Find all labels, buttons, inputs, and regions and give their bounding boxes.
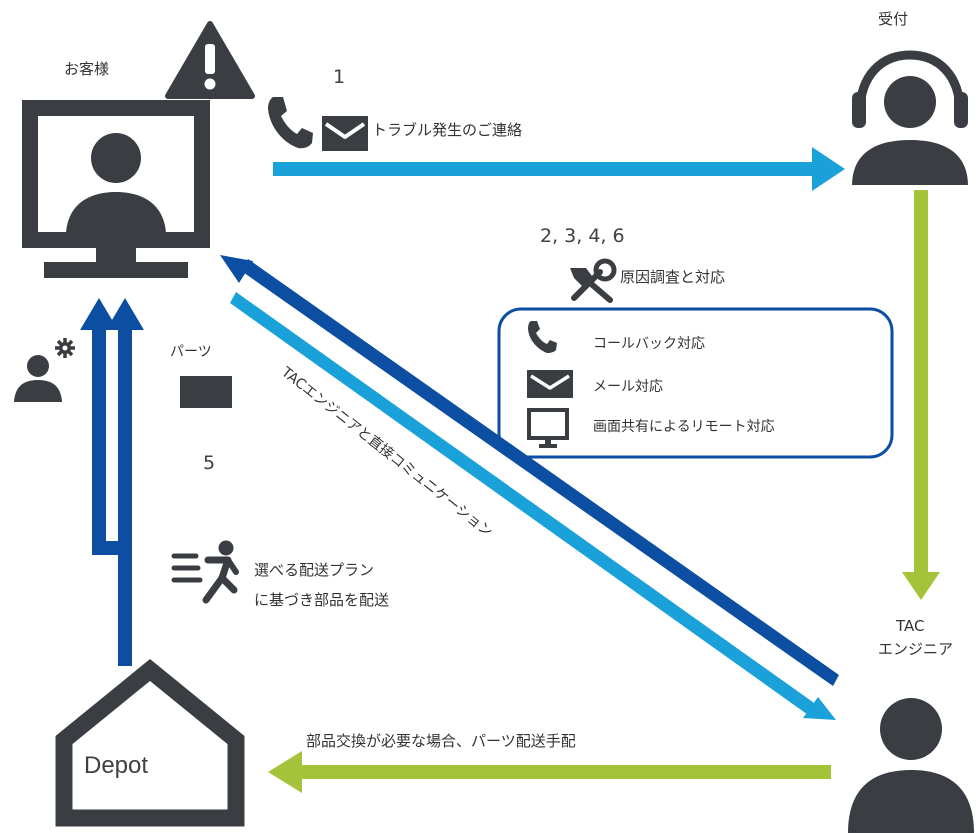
depot-house-icon	[55, 659, 245, 827]
tac-label-line2: エンジニア	[878, 640, 954, 658]
monitor-icon	[527, 408, 569, 448]
reception-label: 受付	[878, 10, 909, 28]
trouble-contact-label: トラブル発生のご連絡	[372, 121, 523, 139]
parts-exchange-label: 部品交換が必要な場合、パーツ配送手配	[306, 732, 576, 750]
mail-icon	[322, 116, 368, 151]
arrow-depot-to-customer	[80, 298, 144, 666]
callback-phone-icon	[528, 321, 557, 353]
remote-support-label: 画面共有によるリモート対応	[593, 419, 775, 435]
customer-label: お客様	[64, 60, 110, 78]
phone-icon	[268, 97, 313, 149]
callback-label: コールバック対応	[593, 336, 705, 352]
tac-engineer-icon	[848, 698, 974, 833]
step-2-6-numbers: 2, 3, 4, 6	[540, 225, 625, 247]
parts-label: パーツ	[170, 344, 212, 360]
delivery-plan-line2: に基づき部品を配送	[254, 591, 390, 609]
arrow-customer-to-tac	[230, 292, 836, 720]
step-5-number: 5	[203, 452, 216, 474]
investigation-label: 原因調査と対応	[620, 268, 726, 286]
running-person-icon	[171, 540, 239, 604]
parts-box-icon	[180, 376, 232, 408]
arrow-step1	[273, 147, 845, 191]
support-options-box	[497, 307, 894, 459]
arrow-parts-to-depot	[268, 751, 831, 793]
tools-icon	[570, 258, 617, 303]
tac-label-line1: TAC	[896, 617, 925, 635]
arrow-tac-to-customer	[220, 255, 839, 686]
step-1-number: 1	[333, 66, 346, 88]
person-gear-icon	[14, 338, 75, 402]
depot-label: Depot	[84, 752, 149, 779]
warning-icon	[165, 21, 255, 99]
headset-person-icon	[852, 50, 968, 185]
arrow-to-tac	[902, 190, 940, 600]
email-icon	[527, 370, 573, 398]
email-support-label: メール対応	[593, 379, 663, 395]
delivery-plan-line1: 選べる配送プラン	[254, 561, 375, 579]
customer-monitor-icon	[22, 100, 210, 278]
